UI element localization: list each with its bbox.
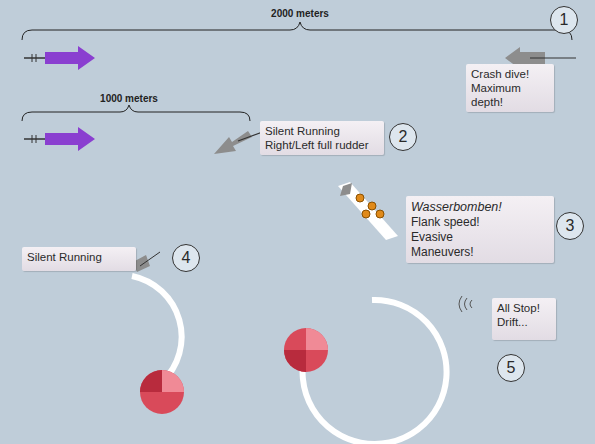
callout-text: 5 bbox=[507, 359, 516, 377]
order-box: Silent Running Right/Left full rudder bbox=[260, 121, 384, 155]
order-box: Wasserbomben!Flank speed! Evasive Maneuv… bbox=[406, 196, 554, 263]
order-text: Crash dive! Maximum depth! bbox=[471, 67, 549, 109]
danger-zone-marker bbox=[140, 328, 328, 414]
ship-symbol bbox=[24, 46, 95, 151]
callout-text: 1 bbox=[560, 11, 569, 29]
order-text: Flank speed! Evasive Maneuvers! bbox=[411, 215, 515, 260]
order-box: All Stop! Drift... bbox=[492, 298, 556, 340]
distance-label: 2000 meters bbox=[271, 8, 329, 19]
order-box: Crash dive! Maximum depth! bbox=[466, 64, 554, 112]
callout-number: 5 bbox=[496, 353, 526, 383]
order-text: Wasserbomben! bbox=[411, 199, 549, 215]
callout-text: 4 bbox=[182, 249, 191, 267]
order-text: Silent Running Right/Left full rudder bbox=[265, 124, 379, 152]
distance-bracket bbox=[22, 22, 572, 121]
order-box: Silent Running bbox=[22, 247, 136, 271]
callout-number: 4 bbox=[171, 243, 201, 273]
submarine-symbol bbox=[214, 47, 576, 154]
callout-number: 1 bbox=[549, 5, 579, 35]
callout-number: 3 bbox=[555, 211, 585, 241]
callout-text: 2 bbox=[399, 128, 408, 146]
order-text: Silent Running bbox=[27, 250, 131, 264]
callout-text: 3 bbox=[566, 217, 575, 235]
distance-label: 1000 meters bbox=[100, 93, 158, 104]
order-text: All Stop! Drift... bbox=[497, 301, 551, 329]
callout-number: 2 bbox=[388, 122, 418, 152]
